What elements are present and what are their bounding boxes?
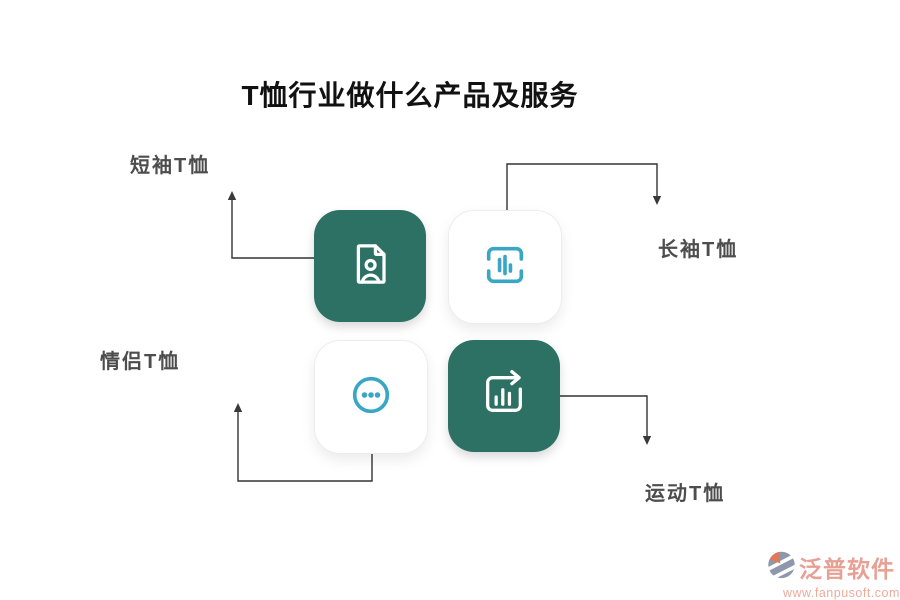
arrowhead-down-long-sleeve	[652, 196, 662, 205]
page-title: T恤行业做什么产品及服务	[241, 80, 579, 111]
node-label-sport: 运动T恤	[645, 483, 726, 505]
arrowhead-up-couple	[233, 403, 243, 412]
node-label-long-sleeve: 长袖T恤	[658, 239, 739, 261]
chart-repeat-icon	[475, 365, 533, 428]
node-label-couple: 情侣T恤	[100, 351, 181, 373]
arrowhead-up-short-sleeve	[227, 191, 237, 200]
watermark-url: www.fanpusoft.com	[783, 586, 900, 600]
fanpu-logo-icon	[761, 547, 805, 586]
connector-short-sleeve	[231, 198, 316, 259]
watermark-brand: 泛普软件	[799, 555, 895, 582]
tile-long-sleeve	[448, 210, 562, 324]
tile-couple	[314, 340, 428, 454]
node-label-short-sleeve: 短袖T恤	[130, 155, 211, 177]
ellipsis-circle-icon	[342, 366, 400, 429]
arrowhead-down-sport	[642, 436, 652, 445]
connector-sport	[559, 395, 648, 437]
watermark: 泛普软件 www.fanpusoft.com	[761, 547, 900, 600]
document-user-icon	[341, 235, 399, 298]
scan-bars-icon	[476, 236, 534, 299]
tile-sport	[448, 340, 560, 452]
tile-short-sleeve	[314, 210, 426, 322]
connector-long-sleeve	[506, 163, 658, 211]
